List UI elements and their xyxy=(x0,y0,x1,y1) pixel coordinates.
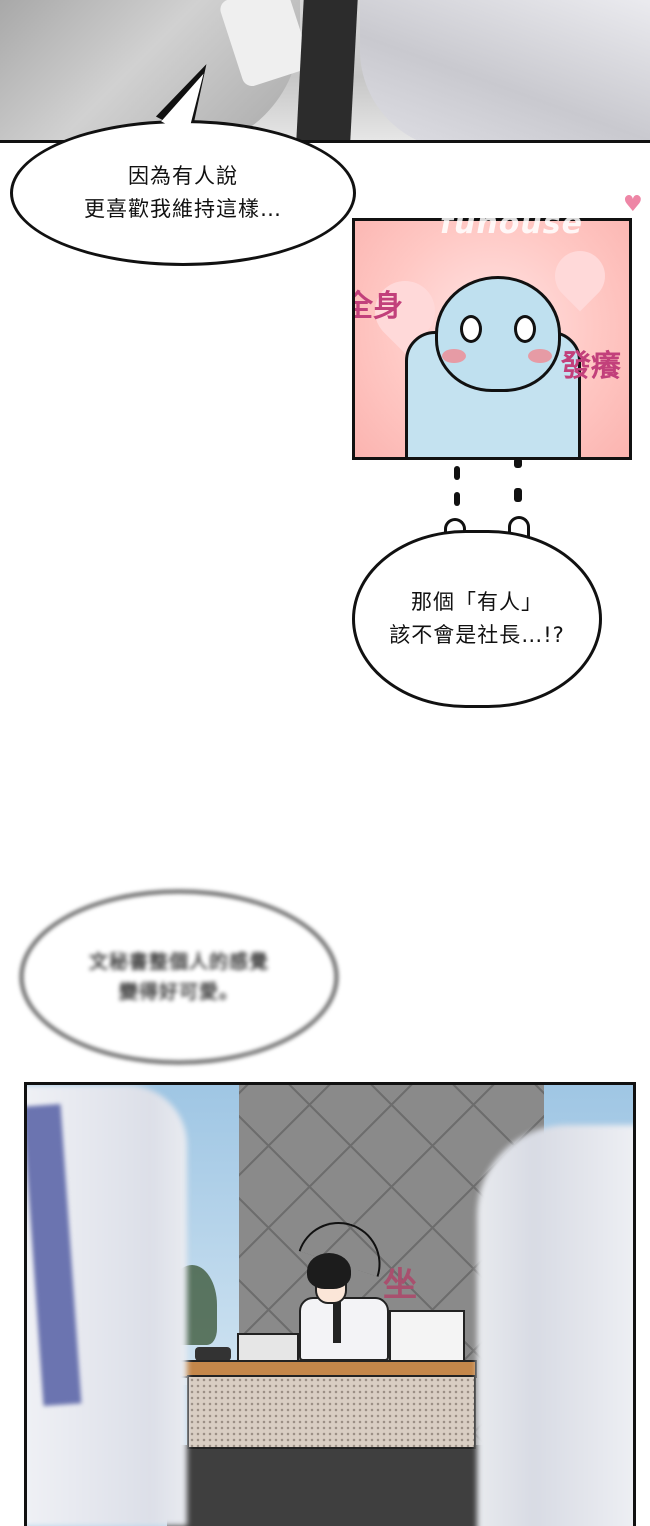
heart-decoration xyxy=(544,240,616,312)
sfx-sit-text: 坐 xyxy=(383,1265,417,1305)
bubble-text-line: 變得好可愛。 xyxy=(118,981,239,1003)
person-hair xyxy=(307,1253,351,1289)
bubble-text-line: 那個「有人」 xyxy=(410,590,543,614)
top-comic-panel xyxy=(0,0,650,143)
character-eye xyxy=(514,315,536,343)
sfx-text-left: 全身 xyxy=(355,289,403,324)
ellipsis-dot xyxy=(514,458,522,468)
character-head xyxy=(435,276,561,392)
paper-stack xyxy=(237,1333,299,1363)
floor xyxy=(167,1445,527,1526)
foreground-shirt-right xyxy=(477,1125,633,1526)
speech-bubble-1: 因為有人說 更喜歡我維持這樣… xyxy=(10,120,356,266)
character-eye xyxy=(460,315,482,343)
inset-comic-panel: 全身 發癢 xyxy=(352,218,632,460)
speech-bubble-2: 那個「有人」 該不會是社長…!? xyxy=(352,530,602,708)
ellipsis-dot xyxy=(514,488,522,502)
computer-monitor xyxy=(389,1310,465,1364)
speech-bubble-3: 文秘書整個人的感覺 變得好可愛。 xyxy=(20,890,338,1064)
watermark-text: fuhouse xyxy=(440,206,583,241)
person-tie xyxy=(333,1299,341,1343)
bottom-comic-panel: 坐 xyxy=(24,1082,636,1526)
ellipsis-dot xyxy=(454,492,460,506)
ellipsis-dot xyxy=(454,466,460,480)
bubble-text-line: 該不會是社長…!? xyxy=(389,623,565,647)
shirt-right-art xyxy=(360,0,650,140)
character-blush xyxy=(442,349,466,363)
bubble-text-line: 文秘書整個人的感覺 xyxy=(88,951,269,973)
necktie-art xyxy=(295,0,359,140)
bubble-text-line: 因為有人說 xyxy=(128,164,238,188)
person-body xyxy=(299,1297,389,1361)
desk-front xyxy=(187,1375,476,1449)
character-blush xyxy=(528,349,552,363)
watermark-heart-icon: ♥ xyxy=(623,192,643,217)
sfx-text-right: 發癢 xyxy=(561,349,621,384)
desk-phone xyxy=(195,1347,231,1361)
bubble-text-line: 更喜歡我維持這樣… xyxy=(84,197,282,221)
